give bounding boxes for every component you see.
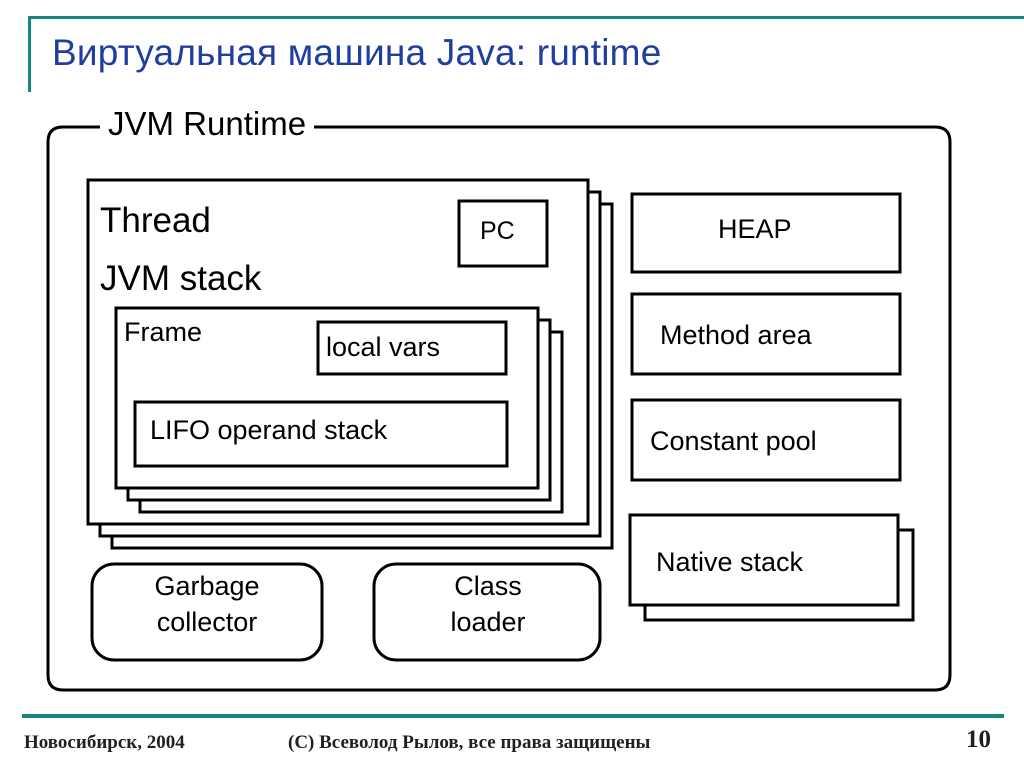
class-loader-label: Class loader — [376, 568, 600, 640]
pc-register-box — [457, 199, 549, 268]
footer-location: Новосибирск, 2004 — [24, 732, 185, 753]
heap-box — [630, 192, 902, 274]
native-stack-front — [628, 513, 900, 607]
garbage-collector-label-line1: Garbage — [154, 571, 260, 601]
page-title: Виртуальная машина Java: runtime — [52, 32, 662, 73]
jvm-runtime-groupbox — [46, 125, 952, 692]
jvm-runtime-groupbox-label: JVM Runtime — [100, 104, 315, 144]
heap-label: HEAP — [718, 214, 792, 244]
lifo-operand-stack-box — [133, 400, 509, 468]
class-loader-label-line1: Class — [454, 571, 522, 601]
native-stack-label: Native stack — [656, 547, 804, 577]
frame-label: Frame — [124, 317, 203, 347]
method-area-label: Method area — [660, 320, 812, 350]
class-loader-box — [372, 562, 602, 662]
lifo-operand-stack-label: LIFO operand stack — [150, 415, 388, 445]
class-loader-label-line2: loader — [450, 607, 526, 637]
local-vars-label: local vars — [326, 332, 441, 362]
thread-label: Thread — [100, 201, 211, 240]
footer-copyright: (С) Всеволод Рылов, все права защищены — [288, 732, 651, 753]
title-accent-top-rule — [28, 16, 1024, 19]
footer-rule — [22, 714, 1004, 718]
local-vars-box — [316, 320, 508, 376]
footer-page-number: 10 — [966, 726, 991, 753]
garbage-collector-label-line2: collector — [156, 607, 258, 637]
title-accent-left-rule — [28, 16, 31, 92]
jvm-stack-label: JVM stack — [100, 259, 262, 298]
constant-pool-label: Constant pool — [650, 426, 817, 456]
garbage-collector-label: Garbage collector — [94, 568, 320, 640]
constant-pool-box — [630, 398, 902, 482]
method-area-box — [630, 292, 902, 376]
garbage-collector-box — [90, 562, 324, 662]
pc-register-label: PC — [480, 217, 515, 245]
